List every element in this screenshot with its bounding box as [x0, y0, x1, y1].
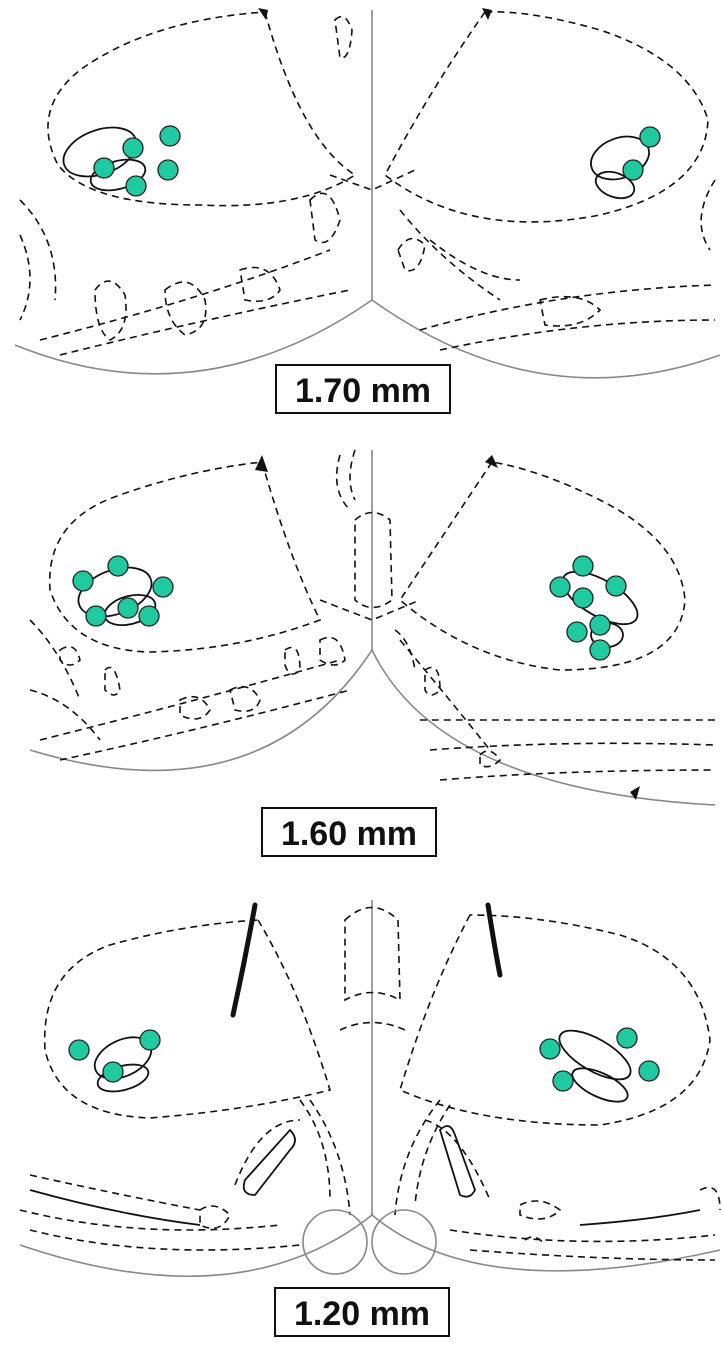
injection-site-marker: [640, 127, 660, 147]
depth-label-2: 1.60 mm: [281, 815, 417, 853]
injection-site-marker: [103, 1062, 123, 1082]
injection-site-marker: [86, 606, 106, 626]
injection-site-marker: [617, 1028, 637, 1048]
injection-site-marker: [553, 1071, 573, 1091]
injection-site-marker: [606, 576, 626, 596]
injection-site-marker: [139, 606, 159, 626]
injection-site-marker: [573, 556, 593, 576]
injection-site-marker: [123, 138, 143, 158]
brain-outline-left: [30, 650, 372, 770]
injection-site-marker: [108, 556, 128, 576]
section-panel-1: 1.70 mm: [15, 8, 720, 413]
nucleus-contour-right: [400, 915, 710, 1125]
section-panel-2: 1.60 mm: [30, 450, 715, 856]
tract-outline-left: [244, 1130, 295, 1195]
injection-site-marker: [550, 577, 570, 597]
depth-label-1: 1.70 mm: [295, 372, 431, 410]
nucleus-contour-right: [400, 462, 685, 670]
injection-site-marker: [540, 1039, 560, 1059]
ventricle-right: [372, 1210, 436, 1274]
brain-outline-left: [15, 300, 372, 374]
injection-site-marker: [94, 158, 114, 178]
injection-site-marker: [126, 176, 146, 196]
injection-site-marker: [158, 160, 178, 180]
depth-label-3: 1.20 mm: [294, 1295, 430, 1333]
brain-outline-right: [372, 650, 715, 805]
nucleus-contour-right: [385, 12, 708, 222]
injection-site-marker: [623, 160, 643, 180]
injection-site-marker: [73, 571, 93, 591]
injection-site-marker: [573, 588, 593, 608]
injection-site-marker: [160, 126, 180, 146]
injection-site-marker: [118, 598, 138, 618]
ventricle-left: [303, 1210, 367, 1274]
brain-outline-right: [372, 1215, 720, 1271]
injection-site-marker: [69, 1040, 89, 1060]
injection-site-marker: [590, 640, 610, 660]
subnucleus-right-b: [568, 1061, 633, 1108]
injection-site-marker: [567, 622, 587, 642]
nucleus-contour-left: [45, 920, 330, 1118]
injection-site-marker: [639, 1061, 659, 1081]
injection-site-marker: [140, 1030, 160, 1050]
injection-site-marker: [590, 615, 610, 635]
injection-site-marker: [153, 577, 173, 597]
section-panel-3: 1.20 mm: [20, 900, 720, 1336]
